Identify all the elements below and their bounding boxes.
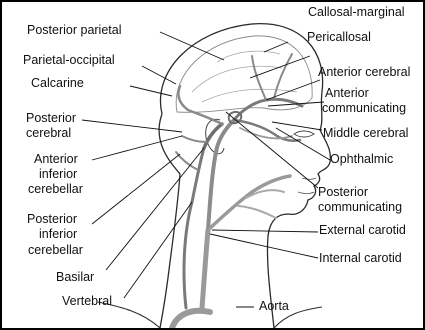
leader-posterior-inferior-cerebellar (92, 154, 180, 224)
head-outline (160, 24, 330, 328)
label-posterior-parietal: Posterior parietal (27, 23, 122, 37)
arterial-tree (172, 54, 302, 328)
label-aorta: Aorta (259, 299, 289, 313)
label-anterior-communicating-line1: Anterior (325, 86, 369, 100)
leader-middle-cerebral (272, 122, 322, 130)
label-anterior-inferior-cerebellar-line2: inferior (39, 167, 77, 181)
leader-posterior-cerebral (82, 120, 182, 132)
label-posterior-inferior-cerebellar-line2: inferior (39, 227, 77, 241)
leader-posterior-parietal (160, 32, 224, 60)
leader-pericallosal (250, 56, 310, 78)
leader-callosal-marginal (264, 42, 288, 52)
label-posterior-cerebral-line1: Posterior (26, 111, 76, 125)
label-posterior-communicating-line1: Posterior (318, 185, 368, 199)
label-parietal-occipital: Parietal-occipital (23, 53, 115, 67)
label-anterior-inferior-cerebellar-line1: Anterior (34, 152, 78, 166)
leader-calcarine (130, 86, 172, 96)
aorta-vessel (172, 311, 210, 328)
common-carotid-vessel (202, 230, 208, 308)
label-calcarine: Calcarine (31, 76, 84, 90)
back-of-head-outline (159, 114, 180, 328)
leader-posterior-communicating (226, 112, 318, 188)
label-middle-cerebral: Middle cerebral (323, 126, 408, 140)
label-ophthalmic: Ophthalmic (330, 152, 393, 166)
eye-outline (294, 131, 314, 137)
leader-external-carotid (212, 230, 318, 232)
label-external-carotid: External carotid (319, 223, 406, 237)
posterior-cerebral-vessel (178, 86, 222, 124)
label-pericallosal: Pericallosal (307, 30, 371, 44)
external-carotid-vessel (208, 176, 290, 230)
anterior-cerebral-vessel (234, 99, 302, 120)
label-internal-carotid: Internal carotid (319, 251, 402, 265)
label-posterior-inferior-cerebellar-line1: Posterior (27, 212, 77, 226)
leader-internal-carotid (210, 234, 318, 258)
leader-vertebral (124, 202, 192, 298)
label-posterior-inferior-cerebellar-line3: cerebellar (28, 243, 83, 257)
external-branches (238, 190, 284, 218)
label-callosal-marginal: Callosal-marginal (308, 5, 405, 19)
label-anterior-inferior-cerebellar-line3: cerebellar (28, 182, 83, 196)
leader-anterior-inferior-cerebellar (92, 136, 182, 160)
label-posterior-cerebral-line2: cerebral (26, 126, 71, 140)
label-anterior-communicating-line2: communicating (322, 101, 406, 115)
label-posterior-communicating-line2: communicating (318, 200, 402, 214)
label-anterior-cerebral: Anterior cerebral (318, 65, 410, 79)
label-vertebral: Vertebral (62, 294, 112, 308)
label-basilar: Basilar (56, 270, 94, 284)
pericallosal-vessel (252, 56, 266, 100)
vertebral-vessel (184, 148, 204, 308)
